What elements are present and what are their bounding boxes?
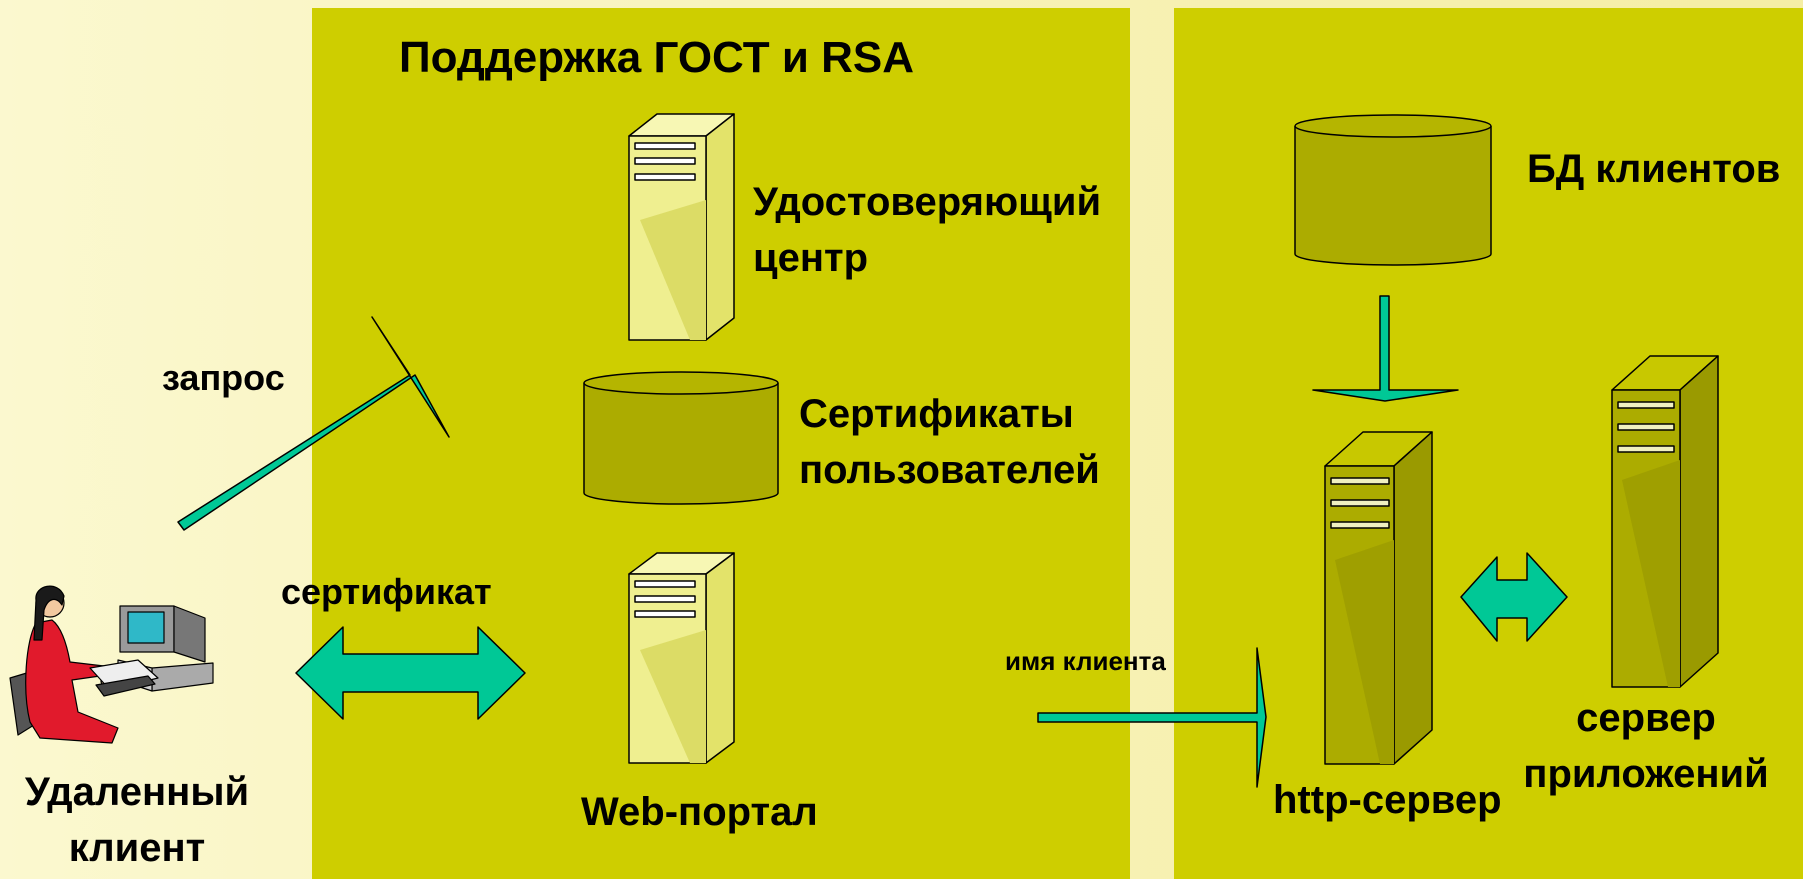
ca-server-icon [628,113,735,341]
client-name-label: имя клиента [1005,646,1166,676]
certificates-label-line1: Сертификаты [799,392,1074,436]
client-name-arrow [1037,647,1267,788]
app-server-label-line2: приложений [1523,752,1769,796]
request-label: запрос [162,357,285,398]
http-server-icon [1324,431,1433,765]
clients-db-icon [1294,114,1492,266]
db-to-http-arrow [1312,295,1459,402]
remote-client-label: Удаленный клиент [22,764,252,876]
app-server-icon [1611,355,1719,688]
diagram-title: Поддержка ГОСТ и RSA [399,33,915,82]
certificates-db-icon [583,371,779,505]
remote-client-icon [9,585,214,744]
certificate-label: сертификат [281,571,492,612]
certificates-label-line2: пользователей [799,448,1100,492]
ca-label: Удостоверяющий центр [753,174,1101,286]
remote-client-label-line1: Удаленный [24,770,250,814]
app-server-label-line1: сервер [1576,696,1716,740]
app-server-label: сервер приложений [1516,690,1776,802]
request-arrow [177,316,450,531]
http-server-label: http-сервер [1273,778,1502,822]
remote-client-label-line2: клиент [68,826,206,870]
ca-label-line2: центр [753,236,869,280]
certificate-double-arrow [295,626,526,720]
certificates-label: Сертификаты пользователей [799,386,1100,498]
web-portal-label: Web-портал [581,790,818,834]
http-app-double-arrow [1460,552,1568,642]
ca-label-line1: Удостоверяющий [753,180,1102,224]
web-portal-server-icon [628,552,735,764]
clients-db-label: БД клиентов [1527,147,1781,191]
